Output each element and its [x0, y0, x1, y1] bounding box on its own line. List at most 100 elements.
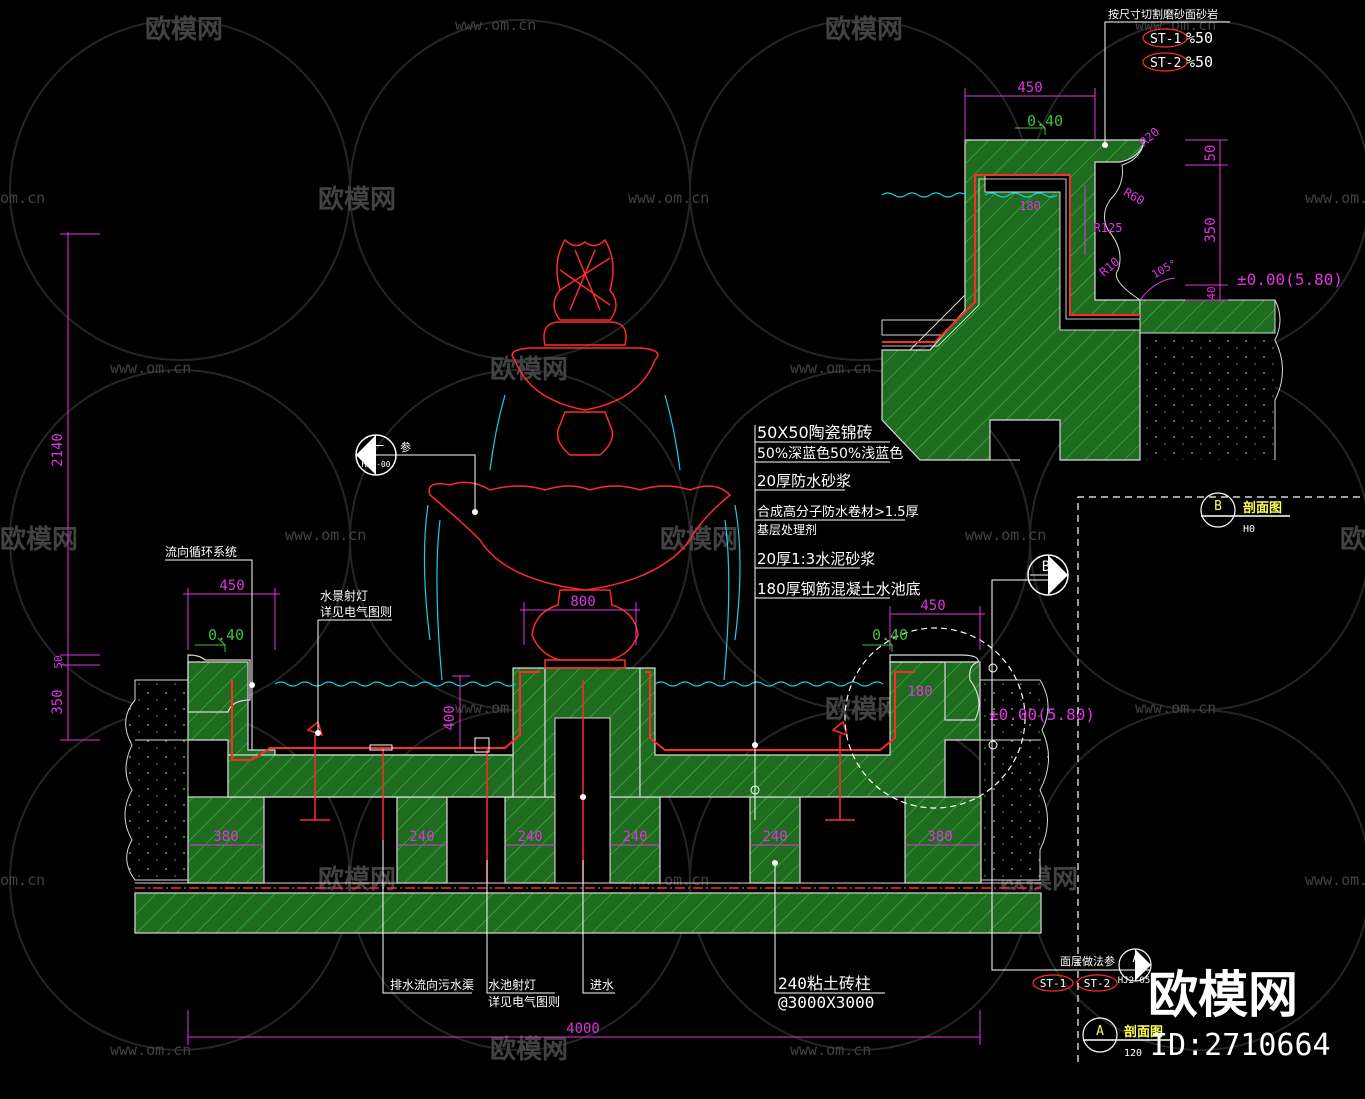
ref-symbol-bottom: HJ6-00	[362, 460, 391, 469]
note-brick-column-2: @3000X3000	[778, 993, 874, 1012]
watermark-site: www.om.cn	[965, 526, 1046, 544]
note-brick-column-1: 240粘土砖柱	[778, 974, 871, 993]
watermark-brand: 欧模网	[490, 1034, 568, 1065]
dim-right-450: 450	[920, 598, 945, 614]
detail-dim-180: 180	[1019, 199, 1041, 213]
watermark-site: www.om.cn	[110, 359, 191, 377]
surface-ref: 面层做法参	[1060, 954, 1115, 968]
detail-dim-450: 450	[1017, 80, 1042, 96]
title-a: A 剖面图 120	[1082, 1017, 1170, 1059]
watermark-brand: 欧模网	[825, 14, 903, 45]
watermark-site: www.om.cn	[1305, 871, 1365, 889]
layer-note: 50X50陶瓷锦砖	[757, 423, 873, 442]
title-a-letter: A	[1096, 1024, 1104, 1039]
watermark-layer: 欧模网 欧模网 欧模网 欧模网 欧模网 欧模网 欧模网 欧模网 欧模网 欧模网 …	[0, 14, 1365, 1065]
layer-notes: 50X50陶瓷锦砖 50%深蓝色50%浅蓝色 20厚防水砂浆 合成高分子防水卷材…	[757, 423, 921, 598]
pool-floor-left	[227, 754, 514, 798]
section-a-marker: A HJ2-05 面层做法参 ST-1 ST-2	[1032, 948, 1152, 992]
layer-note: 基层处理剂	[757, 522, 817, 537]
pier-240-2	[504, 796, 556, 884]
dim-total-width: 4000	[566, 1021, 600, 1037]
waterproof-layer-left	[231, 671, 540, 761]
title-b-scale: H0	[1243, 524, 1255, 535]
watermark-site: om.cn	[0, 189, 45, 207]
base-slab	[134, 892, 1042, 934]
watermark-logo-text: 欧模网	[1148, 966, 1298, 1024]
pier-380-right	[904, 796, 982, 884]
dim-pier-380-right: 380	[927, 829, 952, 845]
dim-depth-400: 400	[442, 705, 458, 730]
title-b-letter: B	[1214, 499, 1222, 514]
watermark-site: www.om.cn	[628, 189, 709, 207]
section-a-ref: HJ2-05	[1118, 976, 1151, 986]
watermark-site: www.om.cn	[790, 359, 871, 377]
dim-pier-240-1: 240	[409, 829, 434, 845]
detail-dim-350: 350	[1203, 217, 1219, 242]
detail-level: ±0.00(5.80)	[1237, 270, 1343, 289]
watermark-site: www.om.cn	[1135, 699, 1216, 717]
detail-frame	[1077, 496, 1365, 1062]
detail-callout-circle	[844, 627, 1026, 809]
layer-note: 50%深蓝色50%浅蓝色	[757, 445, 903, 462]
note-fountain-lamp-1: 水景射灯	[320, 588, 368, 603]
dim-wall-350: 350	[50, 689, 66, 714]
layer-note: 180厚钢筋混凝土水池底	[757, 580, 921, 598]
watermark-brand: 欧模网	[318, 184, 396, 215]
dim-top-50: 50	[52, 655, 65, 668]
pier-380-left	[187, 796, 265, 884]
detail-dim-50: 50	[1203, 145, 1219, 162]
dim-pier-240-2: 240	[517, 829, 542, 845]
coping-left	[187, 654, 251, 713]
ref-callout: 参	[400, 440, 411, 454]
detail-st2: ST-2	[1150, 56, 1181, 71]
dim-pier-240-3: 240	[622, 829, 647, 845]
soil-right	[979, 679, 1050, 881]
watermark-brand: 欧模网	[318, 864, 396, 895]
watermark-brand: 欧模网	[0, 524, 78, 555]
detail-dim-40: 40	[1205, 286, 1218, 299]
title-a-scale: 120	[1124, 1048, 1142, 1059]
water-surface-right	[654, 681, 884, 687]
section-ref-symbol: 一 HJ6-00 参	[355, 434, 411, 476]
dim-pier-380-left: 380	[213, 829, 238, 845]
fountain-lamp-right	[831, 720, 849, 737]
note-inlet: 进水	[590, 978, 614, 992]
watermark-brand: 欧模网	[145, 14, 223, 45]
layer-note: 20厚防水砂浆	[757, 472, 851, 490]
dim-right-180: 180	[907, 684, 932, 700]
pool-lamp	[474, 737, 490, 753]
section-a-letter: A	[1132, 951, 1140, 965]
st1-tag: ST-1	[1040, 977, 1067, 990]
section-b-letter: B	[1042, 559, 1050, 575]
watermark-brand: 欧模网	[1340, 524, 1365, 555]
dim-pier-240-4: 240	[762, 829, 787, 845]
coping-right	[889, 654, 980, 721]
watermark-logo: 欧模网 ID:2710664	[1148, 966, 1331, 1063]
dim-right-040: 0.40	[872, 626, 908, 644]
note-drain: 排水流向污水渠	[390, 977, 474, 992]
watermark-brand: 欧模网	[490, 354, 568, 385]
dim-center-800: 800	[570, 594, 595, 610]
dim-total-height: 2140	[50, 433, 66, 467]
fountain-sculpture	[428, 238, 732, 669]
detail-note-top: 按尺寸切割磨砂面砂岩	[1108, 7, 1218, 21]
watermark-site: www.om.cn	[285, 526, 366, 544]
title-b: B 剖面图 H0	[1200, 492, 1290, 535]
watermark-id: ID:2710664	[1150, 1028, 1331, 1063]
note-fountain-lamp-2: 详见电气图则	[320, 604, 392, 619]
ref-symbol-top: 一	[372, 439, 384, 453]
detail-r10: R10	[1097, 255, 1123, 280]
note-pool-lamp-1: 水池射灯	[488, 977, 536, 992]
st2-tag: ST-2	[1084, 977, 1111, 990]
note-pool-lamp-2: 详见电气图则	[488, 994, 560, 1009]
layer-note: 合成高分子防水卷材>1.5厚	[757, 504, 919, 520]
detail-r125: R125	[1094, 221, 1123, 235]
fountain-lamp-left	[306, 720, 324, 737]
watermark-site: www.om.cn	[455, 16, 536, 34]
dim-left-040: 0.40	[208, 626, 244, 644]
waterproof-layer-right	[645, 671, 915, 751]
section-b-marker: B	[1027, 554, 1069, 596]
dim-left-450: 450	[219, 578, 244, 594]
water-surface-left	[274, 681, 516, 687]
